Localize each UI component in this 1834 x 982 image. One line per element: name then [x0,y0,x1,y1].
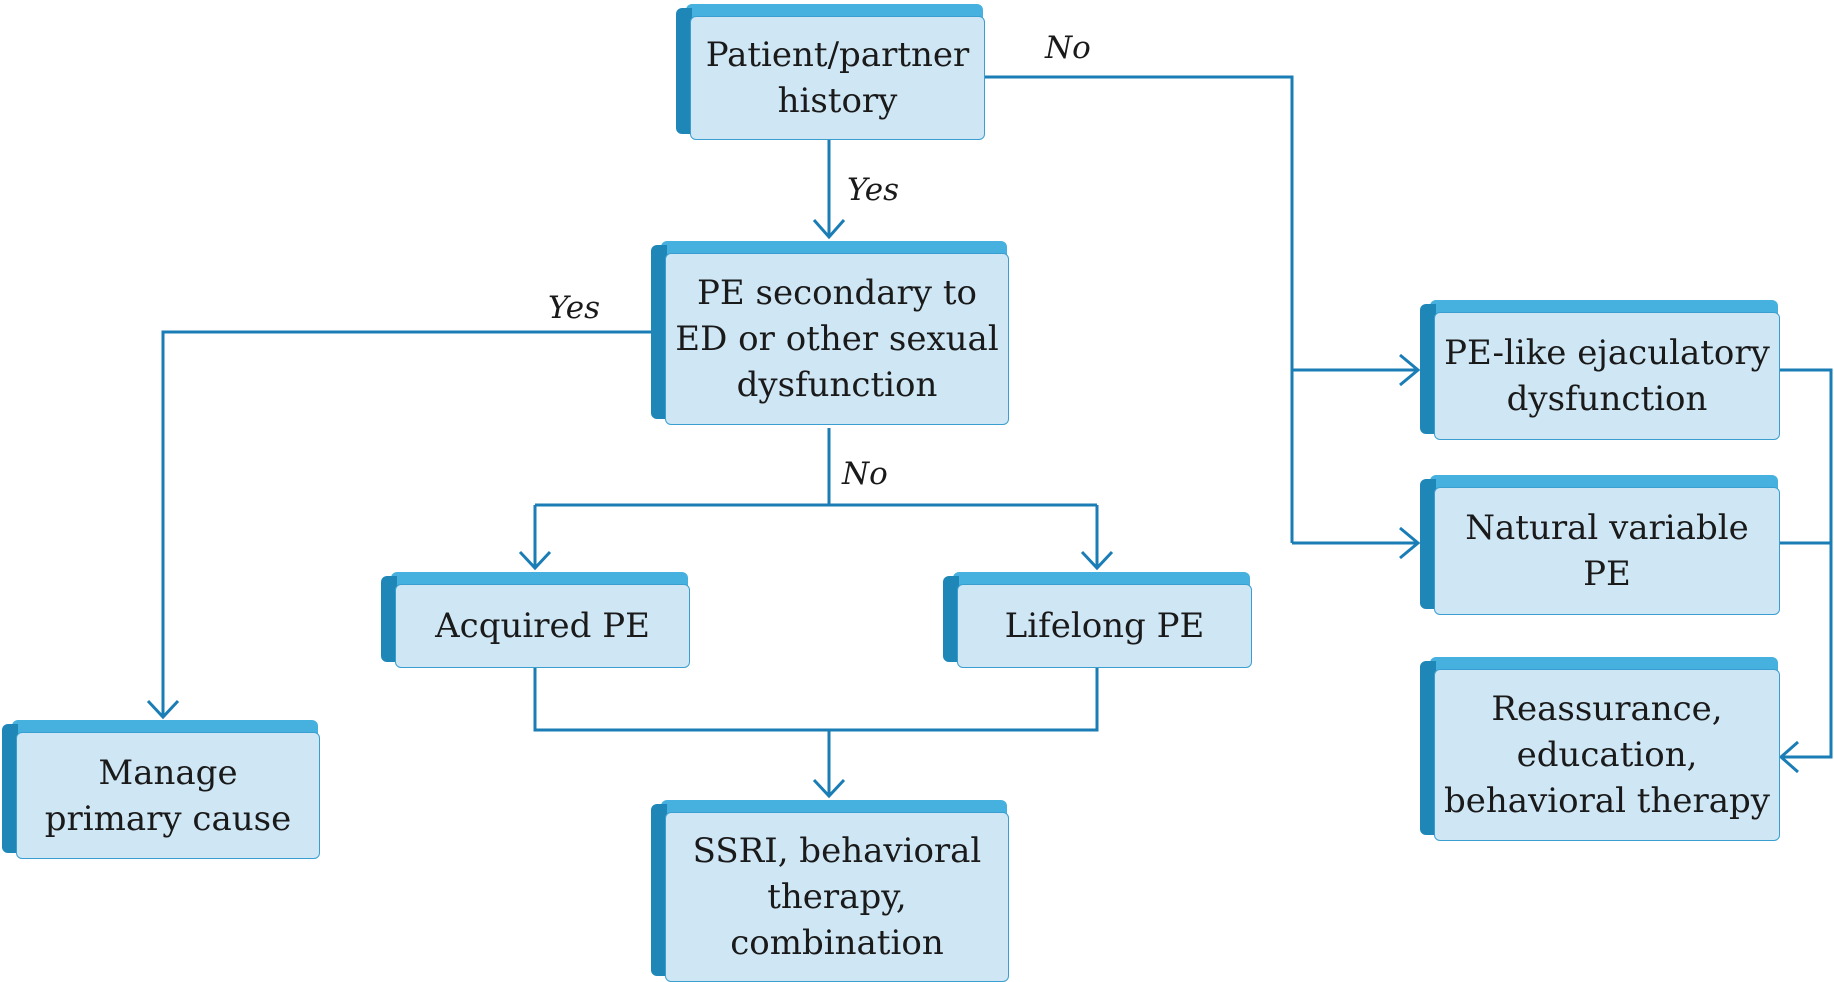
node-label: Reassurance, education, behavioral thera… [1434,669,1780,841]
arrowhead-manage [146,699,180,720]
node-label: Manage primary cause [16,732,320,859]
arrowhead-ssri [812,778,846,799]
arrowhead-reassurance [1778,740,1799,774]
edge-label-history-yes: Yes [847,172,900,208]
arrowhead-pe-like [1399,353,1421,387]
node-patient-history: Patient/partner history [676,4,985,140]
connector-to-ssri [533,668,1099,796]
node-lifelong-pe: Lifelong PE [943,572,1252,668]
arrowhead-secondary [812,219,846,240]
node-pe-like-dysfunction: PE-like ejaculatory dysfunction [1420,300,1780,440]
node-label: PE-like ejaculatory dysfunction [1434,312,1780,440]
node-ssri-therapy: SSRI, behavioral therapy, combination [651,800,1009,982]
node-label: Patient/partner history [690,16,985,140]
connector-secondary-to-manage [161,330,651,716]
node-acquired-pe: Acquired PE [381,572,690,668]
node-label: Natural variable PE [1434,487,1780,615]
node-label: Lifelong PE [957,584,1252,668]
edge-label-history-no: No [1045,30,1091,66]
arrowhead-acquired [518,550,552,571]
node-manage-primary-cause: Manage primary cause [2,720,320,859]
node-label: Acquired PE [395,584,690,668]
edge-label-secondary-no: No [842,456,888,492]
arrowhead-lifelong [1080,550,1114,571]
connector-history-no [985,75,1294,543]
connector-to-reassurance [1780,368,1833,759]
edge-label-secondary-yes: Yes [548,290,601,326]
node-reassurance: Reassurance, education, behavioral thera… [1420,657,1780,841]
connector-secondary-no [533,428,1099,568]
node-natural-variable-pe: Natural variable PE [1420,475,1780,615]
node-label: SSRI, behavioral therapy, combination [665,812,1009,982]
arrowhead-natural [1399,526,1421,560]
node-pe-secondary: PE secondary to ED or other sexual dysfu… [651,241,1009,425]
node-label: PE secondary to ED or other sexual dysfu… [665,253,1009,425]
